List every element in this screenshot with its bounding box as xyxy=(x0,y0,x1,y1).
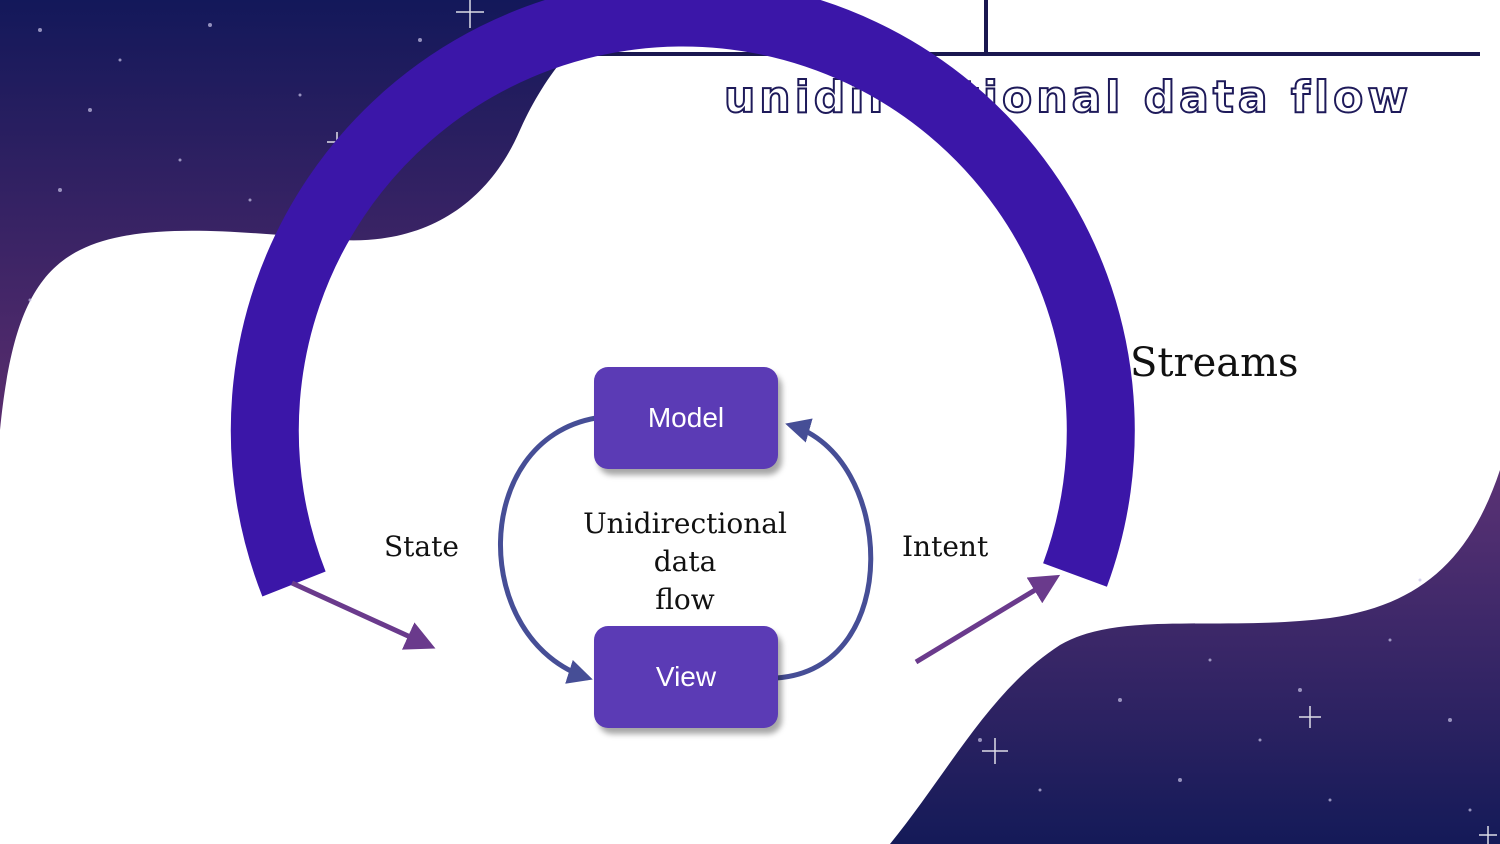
center-label-line: flow xyxy=(655,583,715,616)
view-to-model-arrow xyxy=(775,418,874,681)
sky-shape-bottom-right xyxy=(890,470,1500,844)
sparkle-icon xyxy=(1479,826,1497,844)
intent-arrow xyxy=(914,574,1061,665)
sparkle-icon xyxy=(1299,706,1321,728)
intent-label: Intent xyxy=(902,530,989,563)
model-node: Model xyxy=(594,367,778,469)
state-arrow xyxy=(290,580,436,650)
center-label: Unidirectional data flow xyxy=(560,505,810,619)
slide-title: Unidirectional Data Flow xyxy=(723,71,1412,124)
streams-arc xyxy=(230,0,1135,597)
streams-label: Streams xyxy=(1130,340,1299,386)
center-label-line: Unidirectional xyxy=(583,507,787,540)
center-label-line: data xyxy=(653,545,717,578)
sparkle-icon xyxy=(982,738,1008,764)
model-to-view-arrow xyxy=(498,415,597,684)
state-label: State xyxy=(384,530,459,563)
view-node: View xyxy=(594,626,778,728)
sparkle-icon xyxy=(456,0,484,28)
